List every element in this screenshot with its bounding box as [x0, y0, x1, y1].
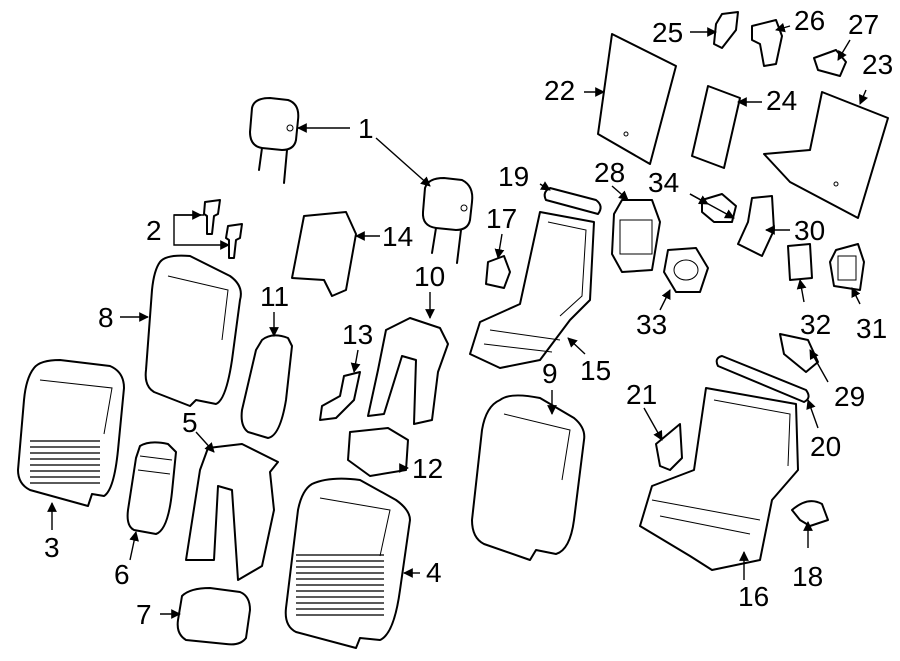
callout-1: 1 — [358, 113, 374, 144]
headrest-guide-part — [203, 199, 243, 259]
armrest-pad-part — [126, 441, 177, 535]
callout-34: 34 — [648, 167, 679, 198]
back-board-part — [597, 33, 677, 165]
callout-32: 32 — [800, 309, 831, 340]
side-trim-part — [737, 195, 775, 257]
callout-21: 21 — [626, 379, 657, 410]
callout-10: 10 — [414, 261, 445, 292]
wire-clip-part — [701, 193, 737, 223]
cup-holder-part — [663, 247, 709, 293]
callout-22: 22 — [544, 75, 575, 106]
callout-18: 18 — [792, 561, 823, 592]
callout-15: 15 — [580, 355, 611, 386]
panel-part — [691, 85, 741, 169]
callout-5: 5 — [182, 407, 198, 438]
back-panel-part — [367, 317, 449, 425]
switch-plate-part — [787, 243, 813, 281]
callout-25: 25 — [652, 17, 683, 48]
callout-9: 9 — [542, 358, 558, 389]
hinge-cover-part — [791, 500, 829, 527]
seat-back-right-part — [284, 477, 411, 649]
seat-back-cover-part — [144, 254, 242, 407]
callout-12: 12 — [412, 453, 443, 484]
leader-lines — [47, 22, 868, 619]
callout-4: 4 — [426, 557, 442, 588]
callout-24: 24 — [766, 85, 797, 116]
back-trim-panel-part — [185, 443, 279, 581]
callout-6: 6 — [114, 559, 130, 590]
callout-8: 8 — [98, 302, 114, 333]
callout-13: 13 — [342, 319, 373, 350]
callout-7: 7 — [136, 599, 152, 630]
seat-back-left-part — [17, 359, 125, 507]
console-part — [611, 199, 661, 273]
small-cap-part — [813, 49, 847, 77]
callout-30: 30 — [794, 215, 825, 246]
callout-31: 31 — [856, 313, 887, 344]
small-bracket-part — [779, 333, 819, 373]
callout-33: 33 — [636, 309, 667, 340]
callout-14: 14 — [382, 221, 413, 252]
callout-3: 3 — [44, 532, 60, 563]
callout-16: 16 — [738, 581, 769, 612]
callout-26: 26 — [794, 5, 825, 36]
callout-labels: 1 2 3 4 5 6 7 8 9 10 11 12 13 14 15 16 1… — [44, 5, 893, 630]
callout-19: 19 — [498, 161, 529, 192]
rear-seat-frame-part — [639, 387, 799, 571]
callout-20: 20 — [810, 431, 841, 462]
cushion-pad-part — [176, 587, 251, 646]
callout-23: 23 — [862, 49, 893, 80]
callout-11: 11 — [260, 281, 289, 312]
side-shield-part — [655, 423, 683, 471]
callout-29: 29 — [834, 381, 865, 412]
latch-part — [713, 11, 739, 49]
pad-part — [291, 211, 357, 297]
top-bracket-part — [751, 19, 783, 67]
seat-back-cover-right-part — [471, 394, 586, 561]
cup-holder-frame-part — [829, 243, 865, 291]
long-rod-part — [715, 355, 810, 403]
callout-2: 2 — [146, 215, 162, 246]
headrest-part — [249, 97, 474, 264]
back-board-right-part — [763, 91, 889, 219]
seat-frame-part — [469, 211, 595, 369]
callout-28: 28 — [594, 157, 625, 188]
callout-27: 27 — [848, 9, 879, 40]
trim-cover-part — [347, 427, 409, 477]
bracket-part — [319, 371, 361, 421]
clip-part — [485, 255, 511, 289]
side-bolster-part — [240, 334, 293, 439]
callout-17: 17 — [486, 203, 517, 234]
rod-part — [543, 187, 602, 215]
